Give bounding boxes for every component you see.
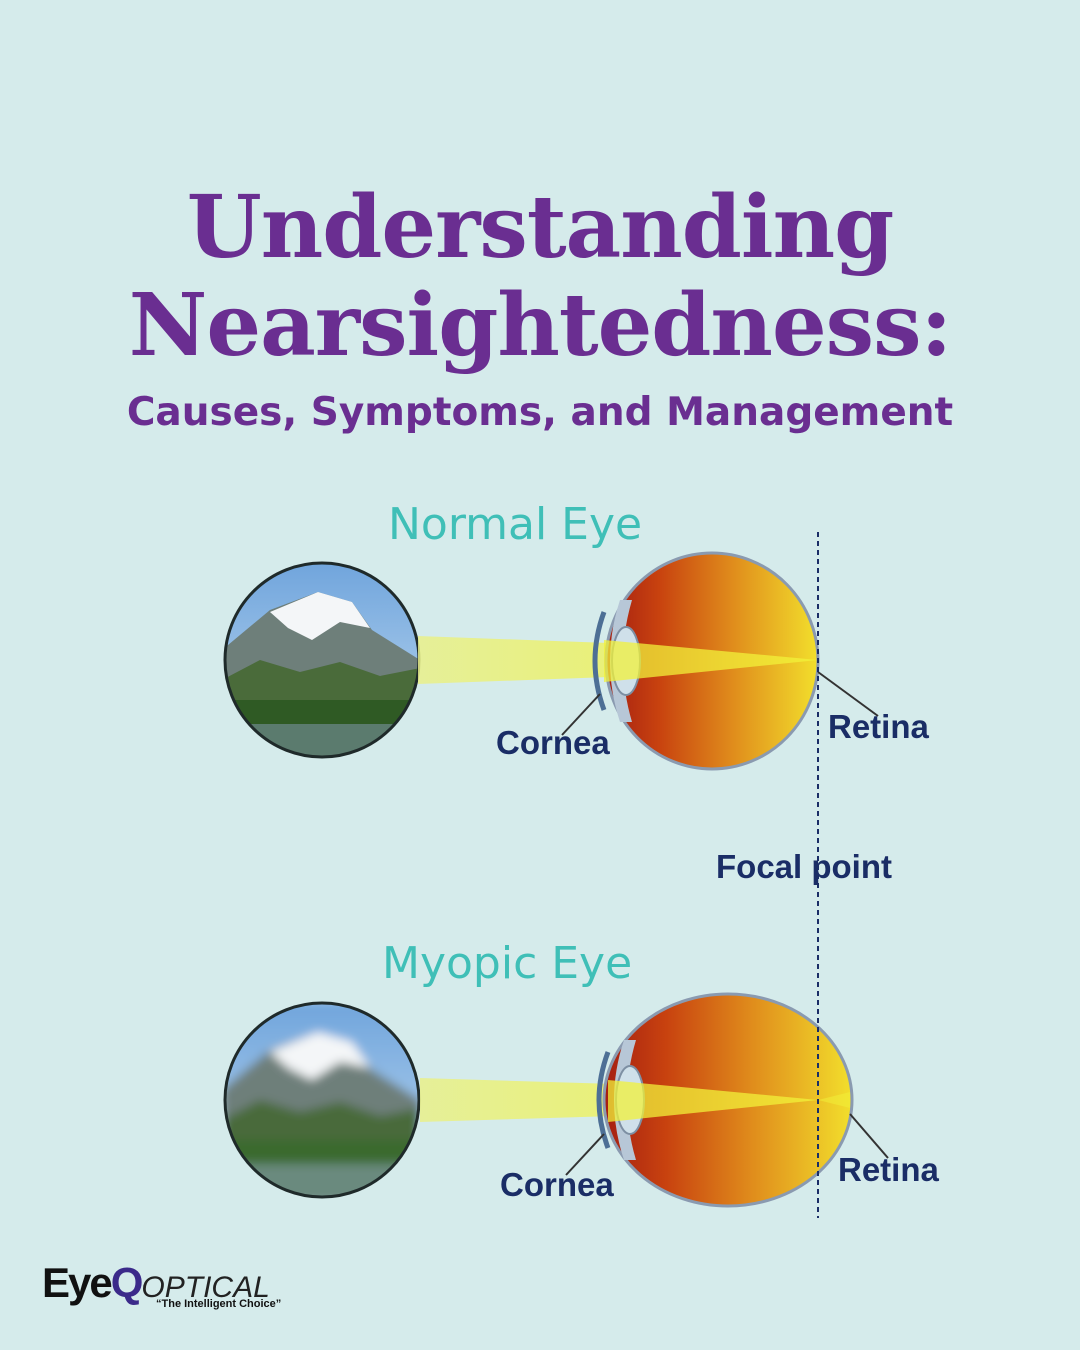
brand-tagline: “The Intelligent Choice” (156, 1298, 282, 1310)
myopic-eye-group (223, 992, 889, 1208)
brand-name-optical: OPTICAL (141, 1271, 270, 1304)
normal-eye-group (223, 551, 879, 771)
title-line-1: Understanding (186, 177, 895, 278)
subtitle: Causes, Symptoms, and Management (126, 390, 954, 435)
brand-logo: EyeQOPTICAL “The Intelligent Choice” (42, 1259, 281, 1311)
mountain-scene-blurred (225, 1003, 419, 1197)
myopic-eye-label: Myopic Eye (382, 938, 633, 989)
brand-name-eye: Eye (42, 1259, 113, 1306)
title-line-2: Nearsightedness: (128, 275, 953, 376)
mountain-scene-sharp (225, 563, 419, 757)
brand-name-q: Q (110, 1259, 144, 1306)
cornea-label-normal: Cornea (496, 724, 610, 761)
focal-point-label: Focal point (716, 848, 892, 885)
retina-label-myopic: Retina (838, 1151, 939, 1188)
normal-eye-label: Normal Eye (388, 499, 643, 550)
retina-label-normal: Retina (828, 708, 929, 745)
cornea-label-myopic: Cornea (500, 1166, 614, 1203)
